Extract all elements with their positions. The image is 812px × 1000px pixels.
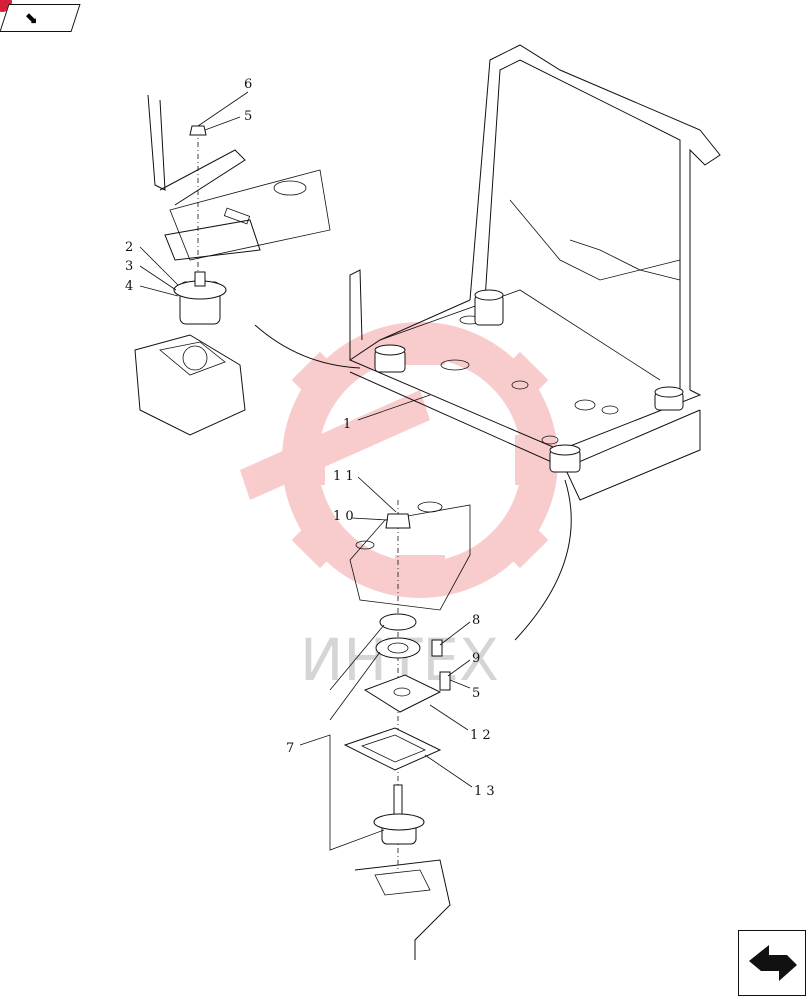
callout-1: 1 [343,417,351,432]
bushing-part [375,637,421,659]
gasket-part-13 [343,727,442,771]
reference-curve-right [514,479,572,641]
callout-7: 7 [286,741,294,756]
callout-5-lower: 5 [472,686,480,701]
cab-mount-rear-left [474,289,504,326]
callout-12: 1 2 [470,728,491,743]
leader-lines [139,91,473,851]
cab-mount-front-right [549,444,581,473]
nut-part-10 [385,513,411,529]
lower-exploded-assembly [343,500,471,960]
callout-13: 1 3 [474,784,495,799]
callout-3: 3 [125,259,133,274]
bolt-part-9 [439,671,451,691]
callout-11: 1 1 [333,469,354,484]
callout-4: 4 [125,279,133,294]
cab-mount-front-left [374,344,406,373]
arrow-back-icon [749,945,797,981]
upper-detail-assembly [134,94,331,436]
washer-part [379,613,417,631]
callout-10: 1 0 [333,509,354,524]
cab-mount-rear-right [654,386,684,411]
reference-curve-left [254,324,361,369]
plate-part-12 [363,674,442,713]
callout-2: 2 [125,240,133,255]
callout-8: 8 [472,613,480,628]
callout-5-upper: 5 [244,109,252,124]
callout-6: 6 [244,77,252,92]
callout-9: 9 [472,651,480,666]
nav-back-button[interactable] [738,930,806,996]
watermark-gear-logo [240,322,558,598]
bolt-part-8 [431,639,443,657]
